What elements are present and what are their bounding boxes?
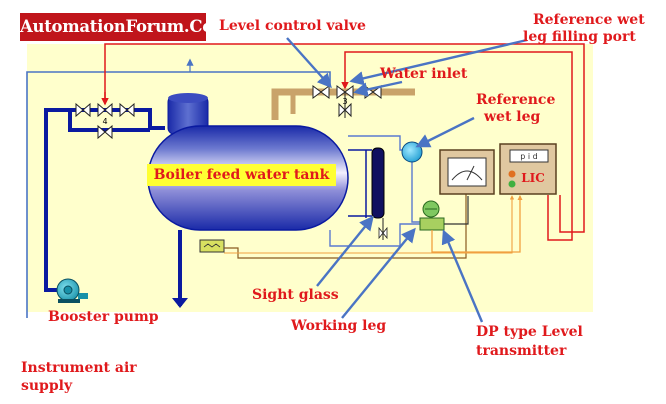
switch-signal-line [224,194,467,259]
level-recorder [439,149,495,195]
lcv-manifold-number: 3 [342,97,347,106]
label-booster-pump: Booster pump [48,309,159,325]
signal-line-to-bypass [104,43,585,233]
lic-tag: LIC [521,171,545,185]
label-reference-wet-leg-line2: wet leg [484,109,541,125]
lic-indicator-green [508,180,516,188]
callout-arrows [286,37,528,323]
level-control-valve-manifold [312,85,382,118]
dp-level-transmitter [419,200,445,231]
bypass-manifold-number: 4 [102,117,107,126]
label-instrument-air-line2: supply [21,378,73,394]
label-sight-glass: Sight glass [252,287,339,303]
label-reference-wet-leg-line1: Reference [476,92,556,108]
label-water-inlet: Water inlet [380,66,468,82]
label-instrument-air-line1: Instrument air [21,360,137,376]
sight-glass [348,147,388,240]
label-boiler-feed-water-tank: Boiler feed water tank [147,164,336,186]
label-dp-transmitter-line2: transmitter [476,343,567,359]
lic-indicator-orange [508,170,516,178]
label-reference-wet-leg-filling-port-line2: leg filling port [523,29,636,45]
label-level-control-valve: Level control valve [219,18,366,34]
lic-display: p i d [520,152,537,161]
label-working-leg: Working leg [291,318,387,334]
level-indicating-controller [499,143,557,195]
transmitter-signal-line [431,194,523,253]
label-reference-wet-leg-filling-port-line1: Reference wet [533,12,645,28]
label-dp-transmitter-line1: DP type Level [476,324,583,340]
brand-logo: AutomationForum.Co [20,13,213,41]
level-switch-box [199,239,225,253]
bypass-valve-manifold [75,102,135,140]
booster-pump [56,278,88,303]
signal-line-to-lcv [344,51,573,241]
